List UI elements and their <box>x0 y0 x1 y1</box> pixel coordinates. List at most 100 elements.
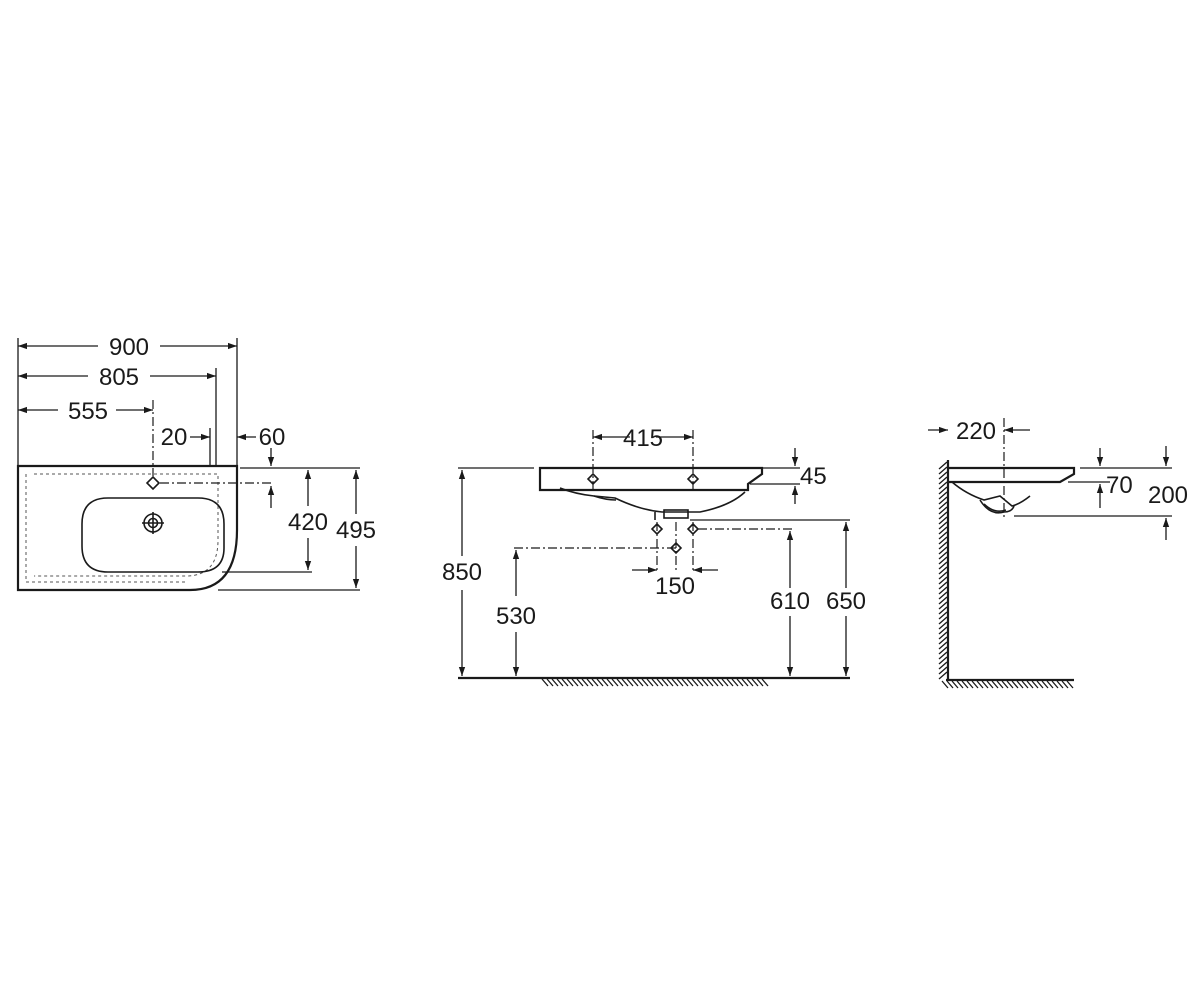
dim-495-label: 495 <box>336 517 376 544</box>
top-view-bowl <box>81 497 225 573</box>
hatch-stroke <box>571 678 579 687</box>
hatch-stroke <box>1046 680 1054 689</box>
hatch-stroke <box>938 521 948 530</box>
hatch-stroke <box>556 678 564 687</box>
dim-45-label: 45 <box>800 463 827 490</box>
hatch-stroke <box>938 576 948 585</box>
hatch-stroke <box>636 678 644 687</box>
hatch-stroke <box>661 678 669 687</box>
hatch-stroke <box>938 536 948 545</box>
front-basin-profile <box>538 466 764 492</box>
hatch-stroke <box>996 680 1004 689</box>
hatch-stroke <box>938 496 948 505</box>
hatch-stroke <box>701 678 709 687</box>
top-view-tap-hole <box>145 475 161 491</box>
top-view-outline <box>16 464 239 592</box>
side-wall-hatch <box>938 461 948 680</box>
hatch-stroke <box>616 678 624 687</box>
dim-70-label: 70 <box>1106 472 1133 499</box>
side-floor-hatch <box>941 680 1074 689</box>
hatch-stroke <box>938 641 948 650</box>
dim-555-label: 555 <box>68 398 108 425</box>
hatch-stroke <box>938 656 948 665</box>
hatch-stroke <box>1026 680 1034 689</box>
hatch-stroke <box>541 678 549 687</box>
hatch-stroke <box>751 678 759 687</box>
hatch-stroke <box>561 678 569 687</box>
hatch-stroke <box>641 678 649 687</box>
hatch-stroke <box>981 680 989 689</box>
dim-805-label: 805 <box>99 364 139 391</box>
hatch-stroke <box>938 671 948 680</box>
hatch-stroke <box>1036 680 1044 689</box>
dim-900-label: 900 <box>109 334 149 361</box>
hatch-stroke <box>626 678 634 687</box>
hatch-stroke <box>756 678 764 687</box>
hatch-stroke <box>938 631 948 640</box>
hatch-stroke <box>938 591 948 600</box>
hatch-stroke <box>546 678 554 687</box>
hatch-stroke <box>938 491 948 500</box>
hatch-stroke <box>706 678 714 687</box>
hatch-stroke <box>1031 680 1039 689</box>
front-waste-outlet <box>663 509 689 519</box>
hatch-stroke <box>611 678 619 687</box>
hatch-stroke <box>566 678 574 687</box>
hatch-stroke <box>681 678 689 687</box>
hatch-stroke <box>1001 680 1009 689</box>
hatch-stroke <box>596 678 604 687</box>
hatch-stroke <box>1051 680 1059 689</box>
hatch-stroke <box>666 678 674 687</box>
dim-150-label: 150 <box>655 573 695 600</box>
front-floor-hatch <box>541 678 769 687</box>
hatch-stroke <box>938 541 948 550</box>
hatch-stroke <box>986 680 994 689</box>
hatch-stroke <box>576 678 584 687</box>
hatch-stroke <box>938 566 948 575</box>
hatch-stroke <box>941 680 949 689</box>
dim-220-label: 220 <box>956 418 996 445</box>
hatch-stroke <box>651 678 659 687</box>
hatch-stroke <box>938 506 948 515</box>
hatch-stroke <box>938 476 948 485</box>
hatch-stroke <box>676 678 684 687</box>
hatch-stroke <box>696 678 704 687</box>
hatch-stroke <box>601 678 609 687</box>
side-basin-profile <box>948 466 1076 484</box>
hatch-stroke <box>938 571 948 580</box>
dim-415-label: 415 <box>623 425 663 452</box>
hatch-stroke <box>938 556 948 565</box>
hatch-stroke <box>938 481 948 490</box>
hatch-stroke <box>951 680 959 689</box>
hatch-stroke <box>741 678 749 687</box>
hatch-stroke <box>946 680 954 689</box>
hatch-stroke <box>731 678 739 687</box>
dim-60-label: 60 <box>259 424 286 451</box>
dim-20-label: 20 <box>161 424 188 451</box>
hatch-stroke <box>691 678 699 687</box>
hatch-stroke <box>938 596 948 605</box>
hatch-stroke <box>991 680 999 689</box>
hatch-stroke <box>1016 680 1024 689</box>
hatch-stroke <box>686 678 694 687</box>
hatch-stroke <box>938 611 948 620</box>
hatch-stroke <box>631 678 639 687</box>
dim-200-label: 200 <box>1148 482 1188 509</box>
hatch-stroke <box>1056 680 1064 689</box>
hatch-stroke <box>1066 680 1074 689</box>
hatch-stroke <box>1041 680 1049 689</box>
hatch-stroke <box>938 616 948 625</box>
hatch-stroke <box>938 471 948 480</box>
hatch-stroke <box>761 678 769 687</box>
hatch-stroke <box>581 678 589 687</box>
dim-610-label: 610 <box>770 588 810 615</box>
dim-850-label: 850 <box>442 559 482 586</box>
dim-420-label: 420 <box>288 509 328 536</box>
hatch-stroke <box>938 461 948 470</box>
hatch-stroke <box>938 666 948 675</box>
hatch-stroke <box>938 486 948 495</box>
dim-650-label: 650 <box>826 588 866 615</box>
hatch-stroke <box>671 678 679 687</box>
hatch-stroke <box>721 678 729 687</box>
